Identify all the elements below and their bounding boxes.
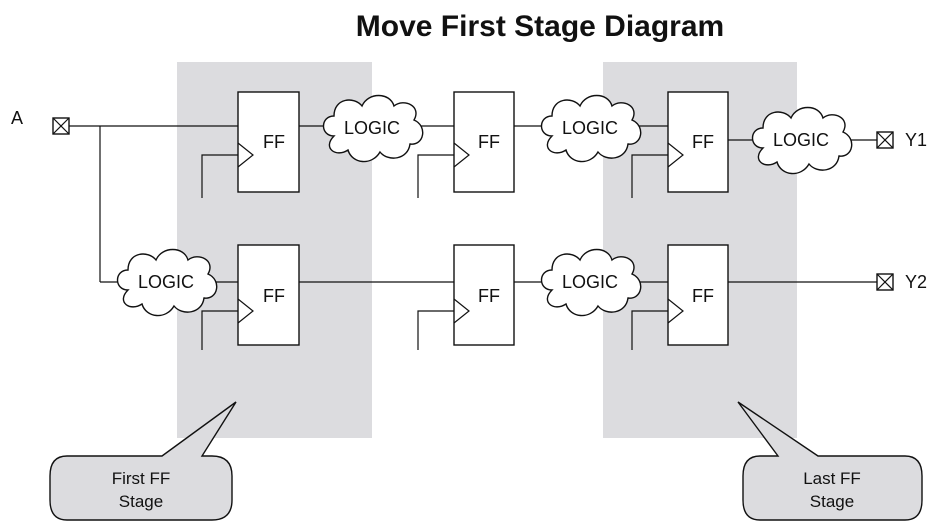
callout-line-2: Stage [119,492,163,511]
logic-cloud: LOGIC [751,106,853,175]
diagram-title: Move First Stage Diagram [356,10,724,43]
flip-flop: FF [237,91,300,193]
logic-cloud: LOGIC [540,248,642,317]
logic-cloud: LOGIC [540,94,642,163]
ff-label: FF [263,132,285,152]
input-label-a: A [11,108,23,128]
callout-line-1: Last FF [803,469,861,488]
ff-label: FF [478,132,500,152]
output-label-y2: Y2 [905,272,927,292]
flip-flop: FF [453,244,515,346]
ff-label: FF [263,286,285,306]
flip-flop: FF [237,244,300,346]
flip-flop: FF [667,244,729,346]
logic-cloud: LOGIC [322,94,424,163]
flip-flop: FF [667,91,729,193]
logic-label: LOGIC [562,272,618,292]
ff-label: FF [478,286,500,306]
output-port-y2 [876,273,894,291]
wires [69,125,877,350]
logic-cloud: LOGIC [116,248,218,317]
logic-label: LOGIC [344,118,400,138]
ff-label: FF [692,286,714,306]
flip-flop: FF [453,91,515,193]
callout-line-1: First FF [112,469,171,488]
logic-label: LOGIC [773,130,829,150]
first-ff-stage-callout: First FF Stage [49,401,237,521]
input-port-a [52,117,70,135]
last-ff-stage-callout: Last FF Stage [737,401,923,521]
callout-line-2: Stage [810,492,854,511]
ff-label: FF [692,132,714,152]
logic-label: LOGIC [138,272,194,292]
output-label-y1: Y1 [905,130,927,150]
output-port-y1 [876,131,894,149]
logic-label: LOGIC [562,118,618,138]
